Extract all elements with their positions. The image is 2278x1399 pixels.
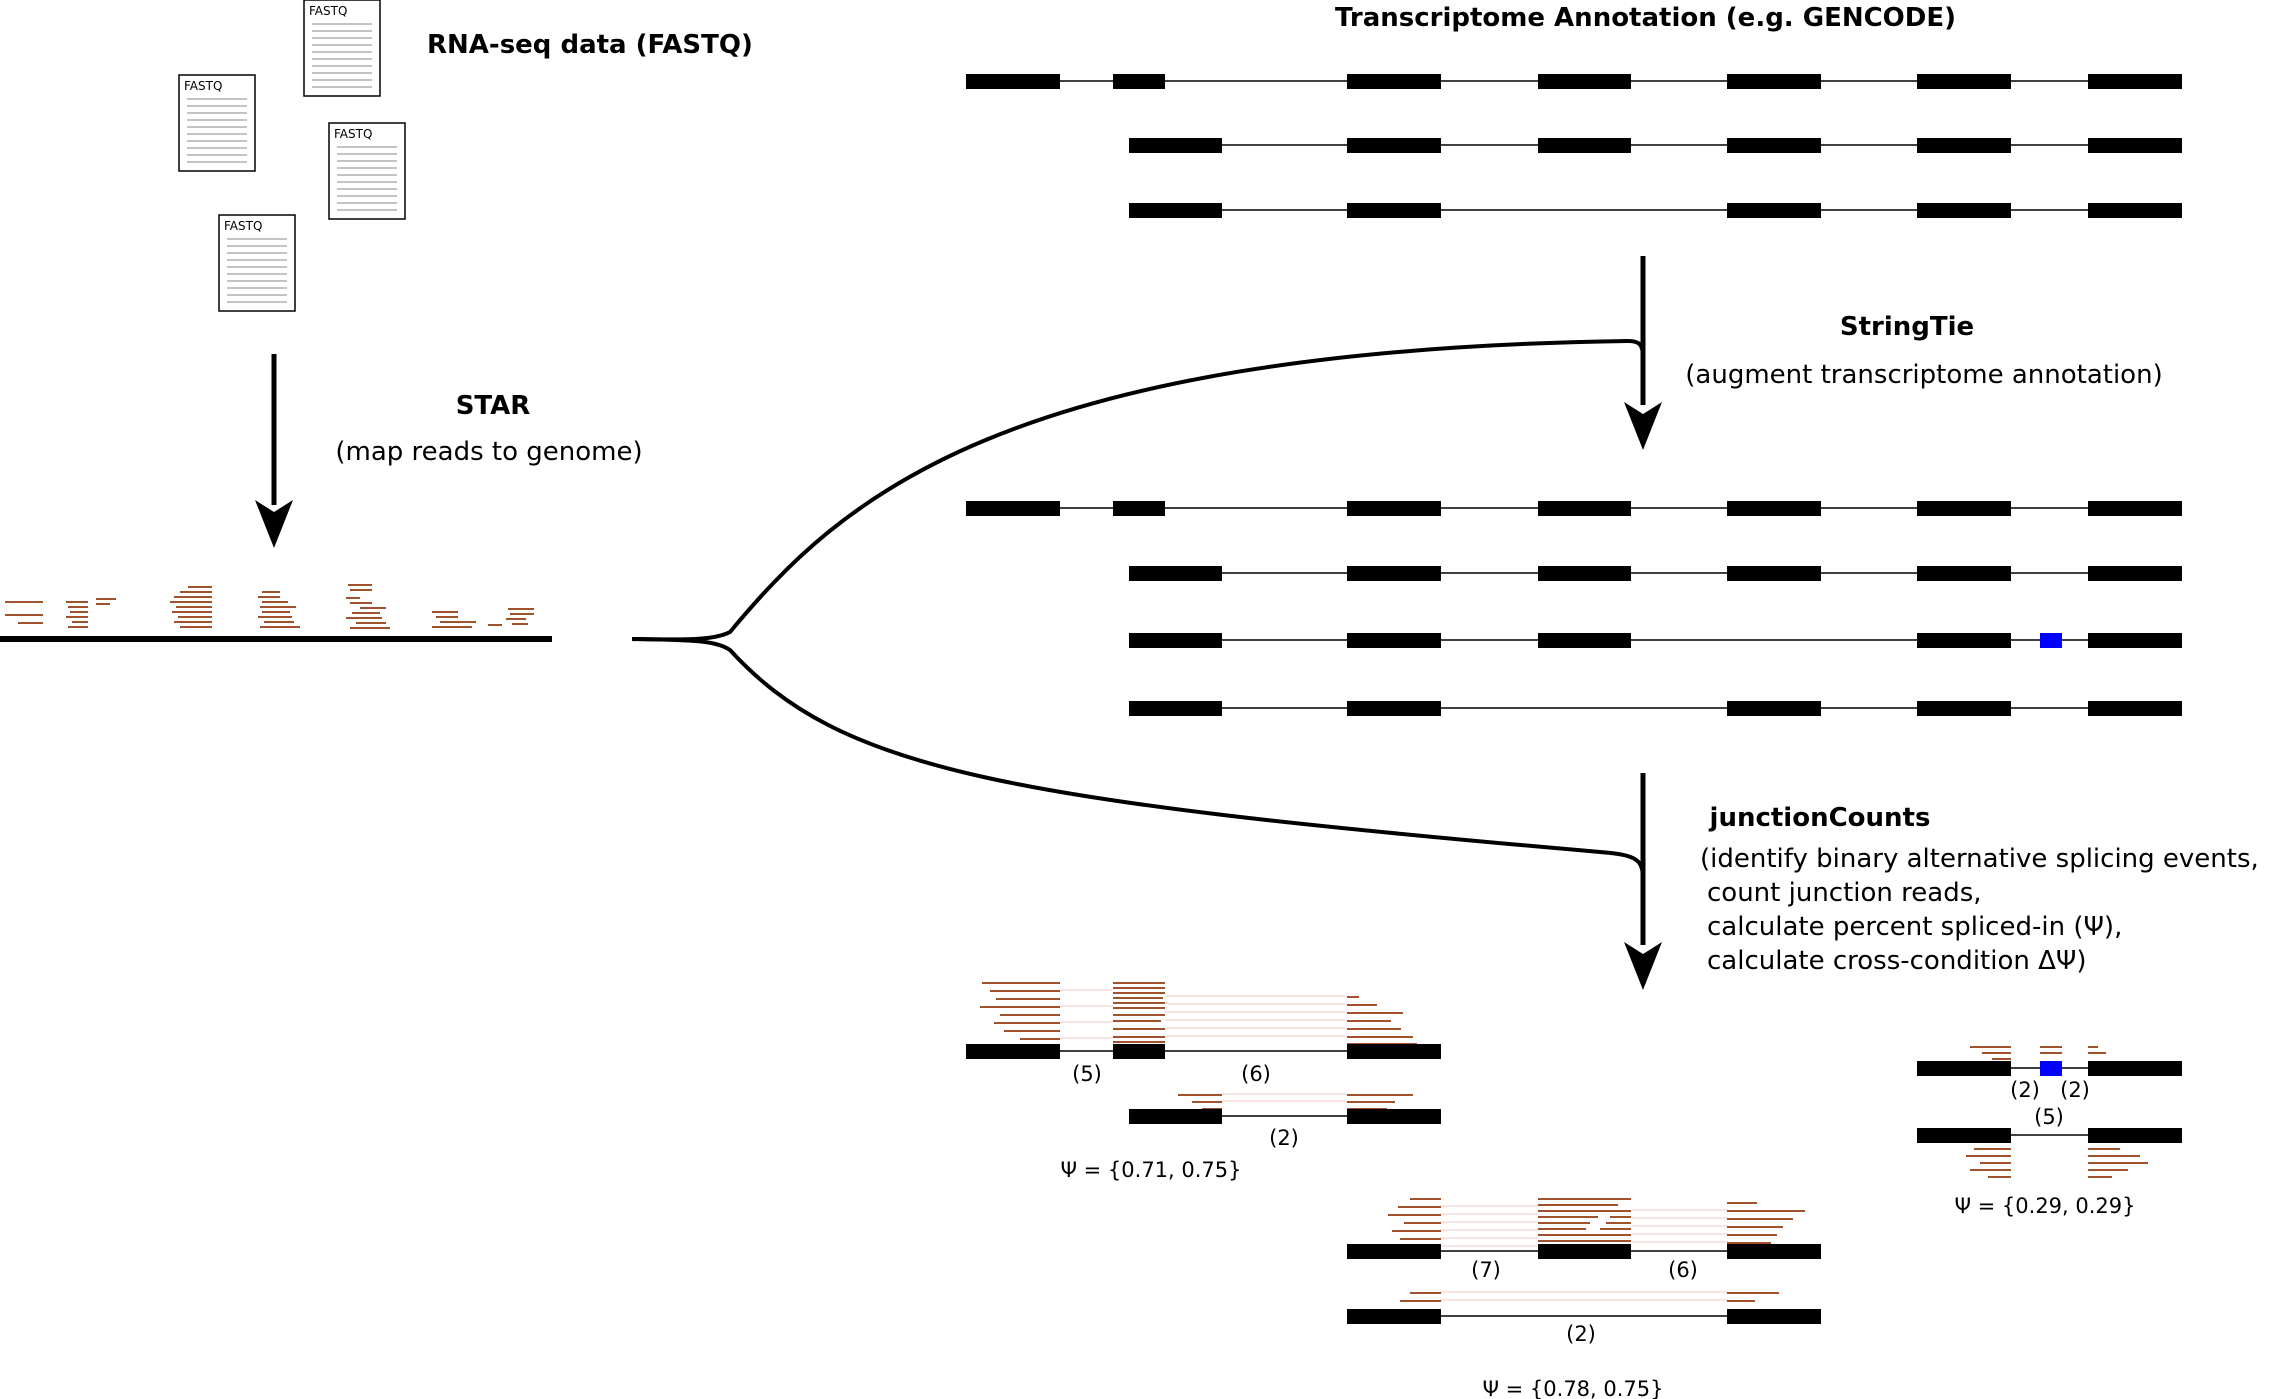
transcript	[1129, 566, 2182, 581]
event-reads	[1966, 1046, 2148, 1178]
junction-count: (6)	[1241, 1062, 1271, 1086]
junctioncounts-title: junctionCounts	[1709, 803, 1931, 833]
annotation-transcripts	[966, 74, 2182, 218]
junction-links	[1441, 1205, 1727, 1301]
junctioncounts-description-line: count junction reads,	[1707, 878, 1982, 908]
event-reads	[1388, 1198, 1805, 1302]
star-description: (map reads to genome)	[335, 437, 642, 467]
junction-count: (2)	[1269, 1126, 1299, 1150]
junction-count: (5)	[2034, 1105, 2064, 1129]
star-title: STAR	[456, 391, 531, 421]
branch-connector	[631, 338, 1645, 642]
fastq-file-icon: FASTQ	[178, 74, 256, 172]
junction-count: (6)	[1668, 1258, 1698, 1282]
junction-count: (2)	[2010, 1078, 2040, 1102]
junction-count: (2)	[2060, 1078, 2090, 1102]
transcript	[1129, 138, 2182, 153]
stringtie-title: StringTie	[1840, 312, 1974, 342]
fastq-file-label: FASTQ	[334, 127, 372, 141]
transcript	[966, 74, 2182, 89]
annotation-title: Transcriptome Annotation (e.g. GENCODE)	[1335, 3, 1956, 33]
fastq-file-icon: FASTQ	[303, 0, 381, 97]
augmented-transcripts	[966, 501, 2182, 716]
down-arrow-icon	[1624, 402, 1662, 450]
fastq-file-icon: FASTQ	[218, 214, 296, 312]
novel-exon	[2040, 633, 2062, 648]
junction-links	[1060, 989, 1347, 1102]
junction-count: (5)	[1072, 1062, 1102, 1086]
fastq-file-icon: FASTQ	[328, 122, 406, 220]
down-arrow-icon	[1624, 942, 1662, 990]
novel-exon	[2040, 1061, 2062, 1076]
fastq-files: FASTQ FASTQ FASTQ	[178, 0, 406, 312]
down-arrow-icon	[255, 500, 293, 548]
transcript	[966, 501, 2182, 516]
junctioncounts-description-line: (identify binary alternative splicing ev…	[1700, 844, 2259, 874]
transcript	[1129, 203, 2182, 218]
splicing-event-2: (7) (6) (2) Ψ = {0.78, 0.75}	[1347, 1198, 1821, 1399]
genome-line	[0, 636, 552, 642]
transcript-novel	[1129, 633, 2182, 648]
splicing-event-3: (2) (2) (5) Ψ = {0.29, 0.29}	[1917, 1046, 2182, 1218]
junctioncounts-description: (identify binary alternative splicing ev…	[1700, 844, 2259, 976]
event-reads	[980, 982, 1417, 1110]
fastq-file-label: FASTQ	[184, 79, 222, 93]
psi-value: Ψ = {0.78, 0.75}	[1482, 1377, 1663, 1399]
junction-count: (2)	[1566, 1322, 1596, 1346]
splicing-event-1: (5) (6) (2) Ψ = {0.71, 0.75}	[966, 982, 1441, 1182]
junction-count: (7)	[1471, 1258, 1501, 1282]
stringtie-description: (augment transcriptome annotation)	[1685, 360, 2162, 390]
genome-alignment	[0, 584, 552, 642]
junctioncounts-description-line: calculate percent spliced-in (Ψ),	[1707, 912, 2122, 942]
psi-value: Ψ = {0.71, 0.75}	[1060, 1158, 1241, 1182]
fastq-file-label: FASTQ	[224, 219, 262, 233]
aligned-reads	[5, 584, 534, 629]
branch-connector	[631, 637, 1645, 881]
junctioncounts-description-line: calculate cross-condition ΔΨ)	[1707, 946, 2087, 976]
rnaseq-title: RNA-seq data (FASTQ)	[427, 30, 753, 60]
transcript	[1129, 701, 2182, 716]
fastq-file-label: FASTQ	[309, 4, 347, 18]
psi-value: Ψ = {0.29, 0.29}	[1954, 1194, 2135, 1218]
